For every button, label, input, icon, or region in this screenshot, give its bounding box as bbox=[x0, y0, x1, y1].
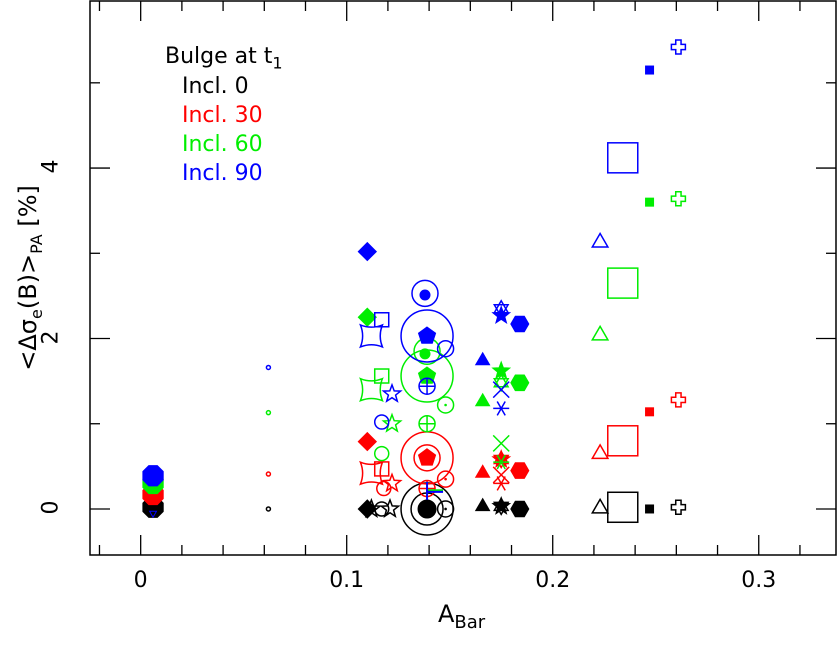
data-point bbox=[645, 197, 655, 207]
legend-title: Bulge at t1 bbox=[165, 44, 283, 72]
data-point bbox=[607, 267, 639, 299]
data-point bbox=[381, 412, 403, 433]
data-point bbox=[265, 471, 272, 477]
data-point bbox=[413, 444, 441, 472]
legend-entry: Incl. 60 bbox=[182, 132, 263, 158]
data-point bbox=[436, 396, 455, 414]
data-point bbox=[591, 324, 610, 341]
plot-frame bbox=[89, 0, 837, 556]
data-point bbox=[357, 307, 378, 327]
legend-entry: Incl. 30 bbox=[182, 103, 263, 129]
data-point bbox=[426, 481, 444, 500]
data-point bbox=[400, 349, 454, 403]
data-point bbox=[142, 465, 164, 487]
data-point bbox=[591, 232, 610, 248]
data-point bbox=[436, 500, 455, 518]
legend-entry: Incl. 0 bbox=[182, 74, 249, 100]
data-point bbox=[510, 374, 530, 392]
data-point bbox=[492, 434, 510, 452]
data-point bbox=[474, 351, 491, 366]
data-point bbox=[418, 414, 436, 433]
data-point bbox=[379, 497, 401, 519]
data-point bbox=[474, 464, 491, 478]
legend-entries: Incl. 0 Incl. 30 Incl. 60 Incl. 90 bbox=[182, 72, 283, 188]
data-point bbox=[493, 373, 510, 393]
data-point bbox=[607, 425, 639, 457]
data-point bbox=[607, 491, 639, 524]
x-axis-label: ABar bbox=[438, 600, 485, 633]
data-point bbox=[265, 409, 272, 416]
data-point bbox=[436, 470, 455, 488]
data-point bbox=[491, 305, 512, 324]
x-tick-label: 0.3 bbox=[741, 568, 777, 593]
data-point bbox=[645, 504, 655, 514]
data-point bbox=[148, 510, 158, 519]
data-point bbox=[360, 497, 383, 519]
x-tick-label: 0.2 bbox=[535, 568, 571, 593]
legend-title-text: Bulge at t bbox=[165, 44, 273, 69]
data-point bbox=[359, 377, 384, 402]
data-point bbox=[373, 501, 390, 517]
data-point bbox=[265, 506, 272, 512]
data-point bbox=[359, 323, 384, 349]
data-point bbox=[645, 407, 655, 417]
data-point bbox=[373, 461, 390, 477]
data-point bbox=[411, 279, 439, 308]
data-point bbox=[493, 401, 510, 416]
legend-entry: Incl. 90 bbox=[182, 161, 263, 187]
data-point bbox=[607, 142, 639, 174]
y-axis-label: <Δσe(B)>PA [%] bbox=[14, 185, 46, 371]
data-point bbox=[373, 312, 390, 328]
data-point bbox=[474, 497, 491, 512]
data-point bbox=[373, 445, 390, 462]
x-tick-label: 0 bbox=[133, 568, 148, 593]
data-point bbox=[493, 476, 510, 491]
data-points bbox=[142, 39, 687, 536]
y-tick-label: 0 bbox=[38, 500, 64, 515]
data-point bbox=[510, 462, 530, 479]
data-point bbox=[265, 364, 272, 371]
data-point bbox=[417, 499, 437, 519]
legend-title-sub: 1 bbox=[272, 53, 283, 73]
data-point bbox=[418, 377, 436, 395]
data-point bbox=[493, 496, 510, 516]
data-point bbox=[510, 500, 530, 518]
data-point bbox=[373, 368, 390, 384]
data-point bbox=[400, 309, 454, 363]
data-point bbox=[670, 39, 687, 55]
data-point bbox=[417, 326, 437, 344]
data-point bbox=[510, 315, 530, 333]
data-point bbox=[645, 65, 655, 75]
data-point bbox=[493, 454, 510, 470]
data-point bbox=[417, 448, 437, 466]
data-point bbox=[670, 190, 687, 207]
x-tick-label: 0.1 bbox=[329, 568, 365, 593]
data-point bbox=[474, 392, 491, 407]
axis-ticks bbox=[90, 1, 836, 555]
x-axis-label-sub: Bar bbox=[454, 611, 486, 633]
data-point bbox=[492, 466, 510, 484]
data-point bbox=[436, 339, 455, 358]
data-point bbox=[381, 472, 403, 493]
data-point bbox=[492, 381, 510, 399]
data-point bbox=[357, 241, 378, 262]
data-point bbox=[381, 382, 403, 403]
data-point bbox=[670, 499, 687, 516]
x-axis-label-main: A bbox=[438, 600, 455, 628]
data-point bbox=[493, 299, 510, 319]
data-point bbox=[419, 348, 431, 360]
data-point bbox=[591, 497, 610, 514]
data-point bbox=[373, 414, 390, 430]
data-point bbox=[419, 289, 431, 301]
data-point bbox=[359, 460, 384, 486]
data-point bbox=[357, 431, 378, 452]
data-point bbox=[670, 392, 687, 408]
data-point bbox=[591, 443, 610, 460]
